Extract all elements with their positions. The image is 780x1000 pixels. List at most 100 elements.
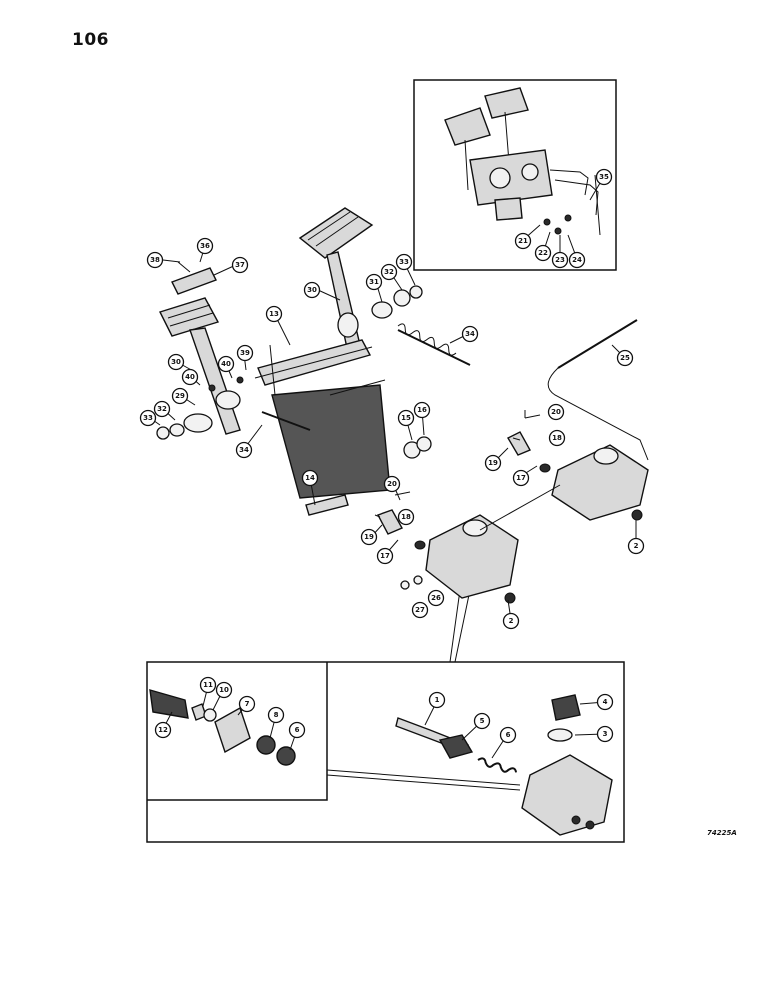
- callout-21: 21: [514, 232, 532, 250]
- callout-25: 25: [616, 349, 634, 367]
- svg-text:30: 30: [171, 358, 181, 366]
- callout-29: 29: [171, 387, 189, 405]
- right-pedal: [298, 207, 423, 349]
- inset-frame-top: [413, 79, 617, 271]
- svg-text:32: 32: [384, 268, 394, 276]
- callout-6-a: 6: [288, 721, 306, 739]
- page-number: 106: [72, 30, 109, 50]
- svg-text:17: 17: [380, 552, 390, 560]
- callout-19-a: 19: [360, 528, 378, 546]
- callout-35: 35: [595, 168, 613, 186]
- callout-17-b: 17: [512, 469, 530, 487]
- callout-20-b: 20: [547, 403, 565, 421]
- svg-text:37: 37: [235, 261, 245, 269]
- callout-18-b: 18: [548, 429, 566, 447]
- callout-30-a: 30: [303, 281, 321, 299]
- svg-text:2: 2: [509, 617, 514, 625]
- svg-text:5: 5: [480, 717, 485, 725]
- svg-text:20: 20: [551, 408, 561, 416]
- callout-1: 1: [428, 691, 446, 709]
- svg-text:31: 31: [369, 278, 379, 286]
- svg-text:19: 19: [488, 459, 498, 467]
- svg-text:11: 11: [203, 681, 213, 689]
- svg-text:17: 17: [516, 474, 526, 482]
- callout-4: 4: [596, 693, 614, 711]
- callout-6-b: 6: [499, 726, 517, 744]
- svg-text:29: 29: [175, 392, 185, 400]
- svg-text:3: 3: [603, 730, 608, 738]
- inset-frame-bottom: [146, 661, 625, 843]
- inset-divider: [147, 662, 328, 801]
- callout-33-a: 33: [395, 253, 413, 271]
- svg-text:38: 38: [150, 256, 160, 264]
- callout-33-b: 33: [139, 409, 157, 427]
- svg-text:21: 21: [518, 237, 528, 245]
- callout-19-b: 19: [484, 454, 502, 472]
- callout-3: 3: [596, 725, 614, 743]
- callout-24: 24: [568, 251, 586, 269]
- spring-left: [261, 411, 311, 431]
- svg-text:12: 12: [158, 726, 168, 734]
- svg-text:40: 40: [221, 360, 231, 368]
- svg-text:19: 19: [364, 533, 374, 541]
- svg-text:33: 33: [143, 414, 153, 422]
- callout-22: 22: [534, 244, 552, 262]
- callout-20-a: 20: [383, 475, 401, 493]
- svg-text:26: 26: [431, 594, 441, 602]
- callout-34-a: 34: [461, 325, 479, 343]
- cylinder-parts-detail: [395, 694, 613, 836]
- svg-text:18: 18: [401, 513, 411, 521]
- svg-text:14: 14: [305, 474, 315, 482]
- svg-text:36: 36: [200, 242, 210, 250]
- callout-18-a: 18: [397, 508, 415, 526]
- svg-text:10: 10: [219, 686, 229, 694]
- svg-text:7: 7: [245, 700, 250, 708]
- callout-40-b: 40: [181, 368, 199, 386]
- svg-text:35: 35: [599, 173, 609, 181]
- svg-text:18: 18: [552, 434, 562, 442]
- callout-2-a: 2: [502, 612, 520, 630]
- svg-text:1: 1: [435, 696, 440, 704]
- callout-32-a: 32: [380, 263, 398, 281]
- callout-13: 13: [265, 305, 283, 323]
- callout-14: 14: [301, 469, 319, 487]
- callout-30-b: 30: [167, 353, 185, 371]
- callout-8: 8: [267, 706, 285, 724]
- callout-10: 10: [215, 681, 233, 699]
- svg-text:39: 39: [240, 349, 250, 357]
- svg-text:13: 13: [269, 310, 279, 318]
- callout-27: 27: [411, 601, 429, 619]
- callout-12: 12: [154, 721, 172, 739]
- svg-text:15: 15: [401, 414, 411, 422]
- svg-text:34: 34: [465, 330, 475, 338]
- callout-39: 39: [236, 344, 254, 362]
- svg-text:22: 22: [538, 249, 548, 257]
- cross-shaft-bracket: [254, 339, 432, 516]
- svg-text:4: 4: [603, 698, 608, 706]
- callout-26: 26: [427, 589, 445, 607]
- svg-text:34: 34: [239, 446, 249, 454]
- callout-40-a: 40: [217, 355, 235, 373]
- callout-34-b: 34: [235, 441, 253, 459]
- callout-16: 16: [413, 401, 431, 419]
- callout-37: 37: [231, 256, 249, 274]
- callout-38-a: 38: [146, 251, 164, 269]
- svg-text:16: 16: [417, 406, 427, 414]
- piston-kit-detail: [149, 689, 296, 766]
- svg-text:27: 27: [415, 606, 425, 614]
- push-rod: [557, 319, 638, 369]
- svg-text:8: 8: [274, 711, 279, 719]
- callout-5: 5: [473, 712, 491, 730]
- spring-right: [397, 329, 471, 366]
- callout-17-a: 17: [376, 547, 394, 565]
- callout-7: 7: [238, 695, 256, 713]
- callout-11: 11: [199, 676, 217, 694]
- svg-text:25: 25: [620, 354, 630, 362]
- svg-text:24: 24: [572, 256, 582, 264]
- callout-31: 31: [365, 273, 383, 291]
- callout-32-b: 32: [153, 400, 171, 418]
- svg-text:6: 6: [295, 726, 300, 734]
- svg-text:33: 33: [399, 258, 409, 266]
- svg-text:32: 32: [157, 405, 167, 413]
